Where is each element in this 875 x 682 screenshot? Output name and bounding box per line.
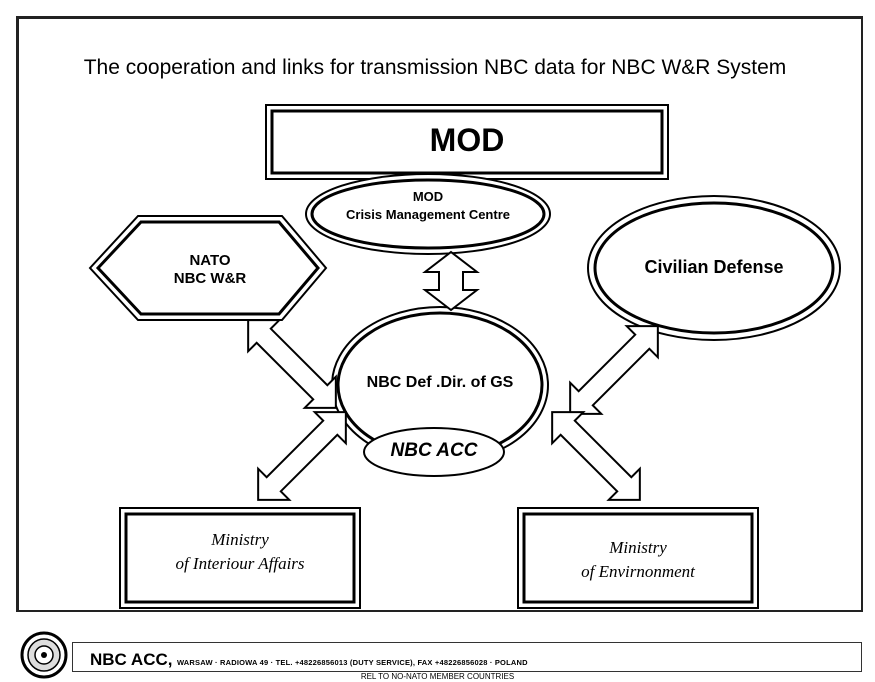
nato-line2: NBC W&R: [173, 270, 247, 287]
mod-crisis-line2: Crisis Management Centre: [346, 207, 510, 222]
arrow-environment-to-nbc-def: [551, 411, 641, 501]
civilian-defense-ellipse: [587, 195, 841, 341]
footer-org-name: NBC ACC,: [90, 650, 173, 669]
mod-crisis-centre-label: MOD Crisis Management Centre: [312, 188, 544, 224]
ministry-interior-label: Ministry of Interiour Affairs: [126, 528, 354, 576]
ministry-environment-label: Ministry of Envirnonment: [524, 536, 752, 584]
footer-bar: [72, 642, 862, 672]
mod-crisis-centre-ellipse: [305, 173, 551, 255]
mod-box: [265, 104, 669, 180]
arrow-interior-to-nbc-def: [257, 411, 347, 501]
footer-address: WARSAW · RADIOWA 49 · TEL. +48226856013 …: [176, 658, 528, 667]
arrow-crisis-to-nbc-def: [422, 250, 480, 312]
footer-text: NBC ACC, WARSAW · RADIOWA 49 · TEL. +482…: [90, 650, 528, 670]
mod-label: MOD: [429, 122, 505, 158]
diagram-title: The cooperation and links for transmissi…: [83, 56, 787, 79]
nbc-acc-emblem: [20, 631, 68, 679]
arrow-civilian-to-nbc-def: [569, 325, 659, 415]
footer-distribution-note: REL TO NO-NATO MEMBER COUNTRIES: [360, 672, 515, 681]
ministry-interior-box: [119, 507, 361, 609]
nbc-def-dir-label: NBC Def .Dir. of GS: [366, 374, 514, 391]
ministry-environment-box: [517, 507, 759, 609]
nbc-acc-ellipse: [363, 427, 505, 477]
arrow-nato-to-nbc-def: [247, 319, 337, 409]
nato-label: NATO NBC W&R: [140, 252, 280, 288]
civilian-defense-label: Civilian Defense: [644, 257, 784, 277]
ministry-interior-line2: of Interiour Affairs: [175, 554, 305, 573]
ministry-interior-line1: Ministry: [211, 530, 269, 549]
nbc-acc-label: NBC ACC: [390, 440, 478, 461]
slide-frame: [16, 16, 863, 612]
nato-line1: NATO: [189, 252, 231, 269]
nato-hexagon: [88, 215, 328, 321]
ministry-environment-line1: Ministry: [609, 538, 667, 557]
mod-crisis-line1: MOD: [412, 189, 444, 204]
nbc-def-dir-circle: [331, 306, 549, 464]
ministry-environment-line2: of Envirnonment: [581, 562, 695, 581]
